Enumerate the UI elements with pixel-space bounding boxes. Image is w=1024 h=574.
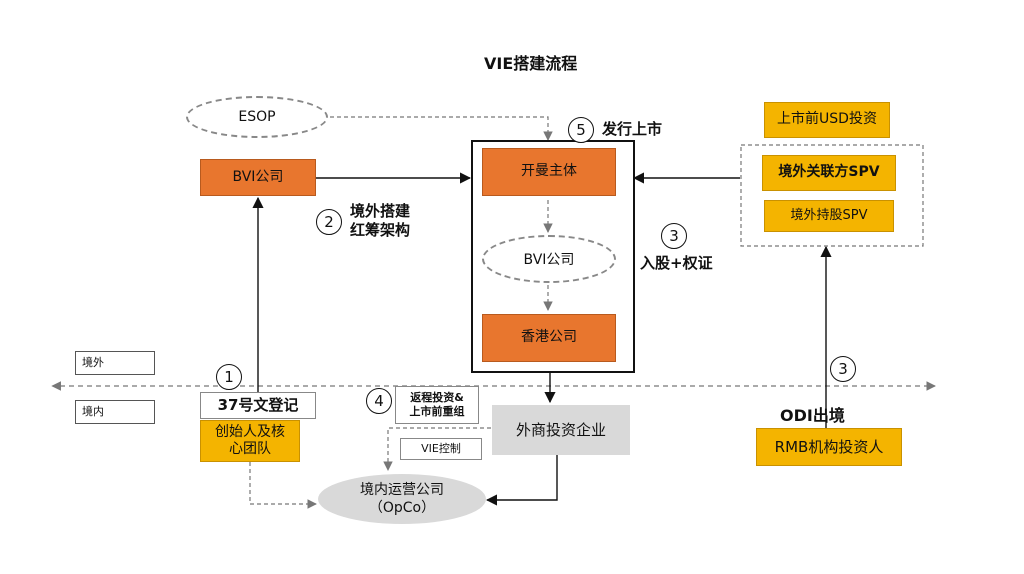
founders-to-opco-line [249,462,317,509]
doc37-registration-node: 37号文登记 [200,392,316,419]
step-4-marker: 4 [366,388,392,414]
bvi-company-middle-node: BVI公司 [482,235,616,283]
offshore-holding-spv-node: 境外持股SPV [764,200,894,232]
spv-group-frame [740,144,924,247]
bvi-company-node: BVI公司 [200,159,316,196]
vie-control-line [383,427,498,471]
vie-control-label: VIE控制 [400,438,482,460]
wfoe-to-opco-arrow [485,455,558,506]
step-2-label: 境外搭建 红筹架构 [350,202,411,239]
cayman-entity-node: 开曼主体 [482,148,616,196]
listing-entity-frame [471,140,635,373]
step-3-equity-label: 入股+权证 [640,254,713,272]
offshore-related-spv-node: 境外关联方SPV [762,155,896,191]
step-3-equity-marker: 3 [661,223,687,249]
step-5-label: 发行上市 [602,120,663,138]
step-3-odi-marker: 3 [830,356,856,382]
esop-to-cayman-line [330,116,553,141]
rmb-institutional-investor-node: RMB机构投资人 [756,428,902,466]
esop-node: ESOP [186,96,328,138]
founders-team-node: 创始人及核 心团队 [200,420,300,462]
step-1-marker: 1 [216,364,242,390]
step-3-odi-label: ODI出境 [780,406,845,425]
pre-ipo-usd-investment-node: 上市前USD投资 [764,102,890,138]
step-2-marker: 2 [316,209,342,235]
step-4-label: 返程投资& 上市前重组 [395,386,479,424]
offshore-region-label: 境外 [75,351,155,375]
diagram-title: VIE搭建流程 [484,54,578,73]
wfoe-node: 外商投资企业 [492,405,630,455]
opco-node: 境内运营公司 （OpCo） [318,474,486,524]
onshore-region-label: 境内 [75,400,155,424]
hongkong-company-node: 香港公司 [482,314,616,362]
step-5-marker: 5 [568,117,594,143]
